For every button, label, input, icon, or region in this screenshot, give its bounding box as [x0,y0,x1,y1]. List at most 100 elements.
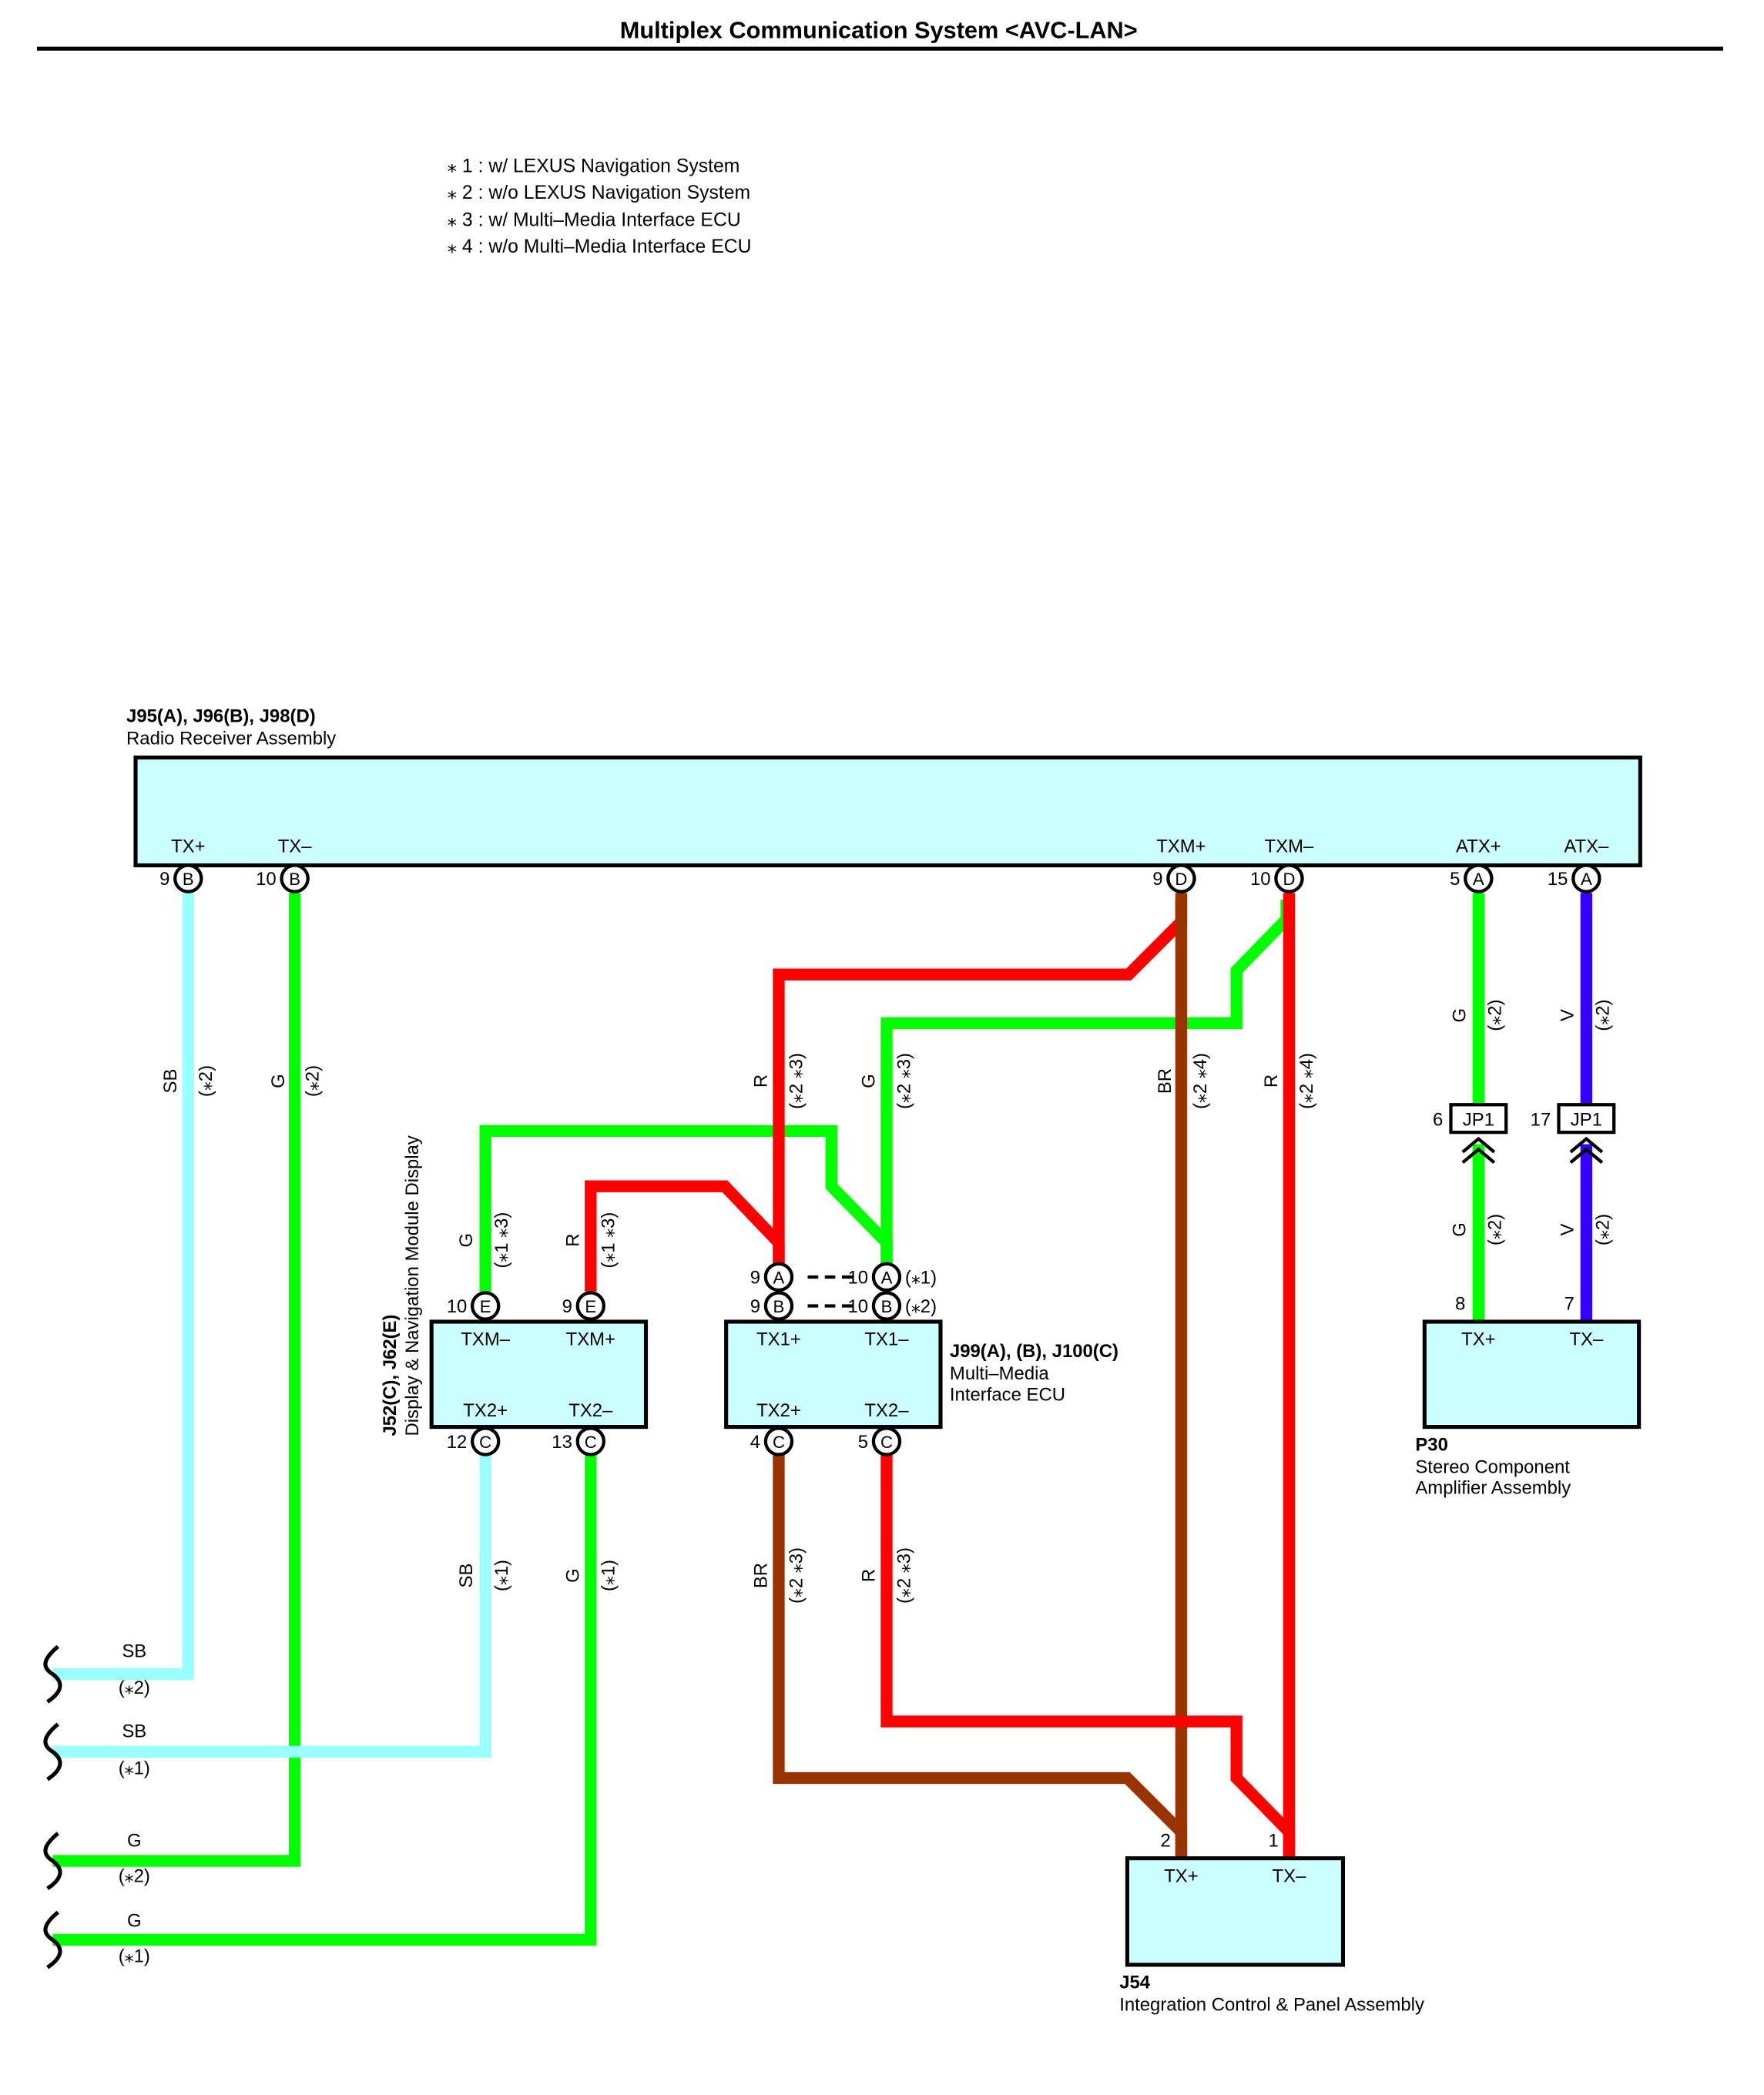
panel-connector-id: J54 [1119,1973,1151,1993]
radio-name: Radio Receiver Assembly [126,728,336,749]
wire-mmi-tx2p-br [773,1454,1188,1860]
panel-pin-label-txp: TX+ [1164,1865,1198,1886]
svg-text:SB: SB [122,1721,146,1742]
junction-jp1-6: JP1 6 [1433,1103,1508,1165]
wire-display-tx2p-sb [52,1454,491,1758]
wl-radio-txm-color: G [268,1074,289,1088]
svg-text:JP1: JP1 [1463,1110,1494,1131]
wl-disp-sb-note: (⁎1) [491,1560,512,1591]
wl-atxp-top-note: (⁎2) [1484,1000,1505,1031]
notes-legend: ⁎ 1 : w/ LEXUS Navigation System ⁎ 2 : w… [448,156,752,257]
multimedia-interface-ecu: TX1+ TX1– TX2+ TX2– J99(A), (B), J100(C)… [724,1267,1118,1430]
pin-mmi-tx1p-b: B 9 [750,1291,794,1321]
radio-receiver-assembly: J95(A), J96(B), J98(D) Radio Receiver As… [126,706,1642,868]
svg-text:13: 13 [552,1432,572,1453]
svg-text:10: 10 [256,869,277,890]
pin-radio-atxm: A 15 [1548,863,1601,893]
display-navigation-module: TXM– TXM+ TX2+ TX2– J52(C), J62(E) Displ… [380,1135,649,1436]
svg-text:B: B [881,1297,893,1316]
display-pin-label-tx2p: TX2+ [463,1400,508,1421]
radio-pin-label-atxm: ATX– [1564,836,1609,856]
display-pin-label-tx2m: TX2– [568,1400,613,1421]
wl-atxm-bot-color: V [1557,1223,1578,1235]
svg-text:SB: SB [122,1641,146,1661]
offpage-g-2: G (⁎2) [43,1830,150,1891]
svg-text:5: 5 [858,1432,868,1453]
svg-text:G: G [127,1830,142,1851]
wl-atxm-bot-note: (⁎2) [1592,1214,1613,1245]
wl-mmi-r2-color: R [859,1569,880,1582]
wl-atxp-bot-note: (⁎2) [1484,1214,1505,1245]
wire-radio-txm-g [52,893,301,1867]
radio-pin-label-atxp: ATX+ [1456,836,1501,856]
svg-text:C: C [585,1433,597,1452]
svg-text:15: 15 [1548,869,1568,890]
panel-pin-num-1: 1 [1269,1830,1279,1851]
amp-connector-id: P30 [1415,1434,1448,1455]
wl-radio-txp-color: SB [160,1069,181,1094]
wl-disp-g2-color: G [562,1568,583,1583]
svg-text:G: G [127,1910,142,1931]
pin-radio-txp: B 9 [159,863,203,893]
svg-text:(⁎1): (⁎1) [119,1946,150,1967]
amp-name-line1: Stereo Component [1415,1456,1570,1477]
pin-display-tx2p: C 12 [447,1426,501,1456]
wl-disp-r-color: R [562,1234,583,1247]
wl-disp-r-note: (⁎1 ⁎3) [599,1212,619,1269]
pin-radio-atxp: A 5 [1450,863,1494,893]
svg-text:B: B [773,1297,785,1316]
mmi-pin-label-tx1m: TX1– [864,1329,909,1350]
display-connector-id: J52(C), J62(E) [380,1315,401,1436]
svg-text:(⁎2): (⁎2) [119,1865,150,1886]
panel-name: Integration Control & Panel Assembly [1119,1995,1424,2016]
wl-mmi-br-note: (⁎2 ⁎3) [786,1547,807,1604]
pin-mmi-tx2p: C 4 [750,1426,794,1456]
wl-mmi-r2-note: (⁎2 ⁎3) [894,1547,915,1604]
svg-text:12: 12 [447,1432,468,1453]
mmi-name-line2: Interface ECU [950,1384,1065,1405]
svg-text:JP1: JP1 [1571,1110,1602,1131]
pin-mmi-tx1m-b: B 10 [847,1291,902,1321]
junction-jp1-17: JP1 17 [1531,1103,1616,1165]
display-pin-label-txmm: TXM– [461,1329,510,1350]
wl-mmi-br-color: BR [751,1563,772,1588]
svg-text:E: E [480,1297,491,1316]
pin-radio-txm: B 10 [256,863,310,893]
display-pin-label-txmp: TXM+ [566,1329,615,1350]
amp-pin-num-7: 7 [1564,1294,1575,1315]
mmi-variant-b: (⁎2) [905,1296,937,1317]
wl-atxm-top-color: V [1557,1009,1578,1021]
connector-pins: B 9 B 10 D 9 D 10 A 5 A 15 [159,863,1601,1456]
amp-pin-num-8: 8 [1455,1294,1465,1315]
wire-display-txm-g [479,1125,893,1292]
wire-display-tx2m-g [52,1454,597,1946]
svg-text:E: E [585,1297,596,1316]
mmi-variant-links [807,1275,860,1308]
mmi-connector-id: J99(A), (B), J100(C) [950,1341,1118,1362]
wl-r-direct-color: R [1261,1074,1282,1088]
integration-control-panel: TX+ TX– 2 1 J54 Integration Control & Pa… [1119,1830,1424,2015]
svg-text:10: 10 [847,1296,868,1317]
pin-mmi-tx1m-a: A 10 [847,1262,902,1292]
wire-radio-txp-sb [52,893,194,1681]
wire-labels: SB (⁎2) G (⁎2) R (⁎2 ⁎3) G (⁎2 ⁎3) BR (⁎… [160,1000,1613,1604]
svg-text:9: 9 [1152,869,1162,890]
svg-text:9: 9 [159,869,169,890]
panel-pin-label-txm: TX– [1273,1865,1307,1886]
wl-disp-g-note: (⁎1 ⁎3) [491,1212,512,1269]
wl-mmi-g-color: G [859,1074,880,1088]
svg-text:C: C [479,1433,491,1452]
svg-text:(⁎1): (⁎1) [119,1758,150,1778]
mmi-pin-label-tx1p: TX1+ [756,1329,801,1350]
pin-display-tx2m: C 13 [552,1426,606,1456]
wires [52,893,1593,1946]
svg-text:C: C [773,1433,785,1452]
offpage-connectors: SB (⁎2) SB (⁎1) G (⁎2) G (⁎1) [43,1641,150,1969]
svg-text:9: 9 [750,1296,760,1317]
wl-atxm-top-note: (⁎2) [1592,1000,1613,1031]
svg-text:C: C [880,1433,893,1452]
wl-atxp-top-color: G [1449,1008,1470,1023]
svg-text:10: 10 [847,1267,868,1288]
note-3: ⁎ 3 : w/ Multi–Media Interface ECU [448,210,741,231]
